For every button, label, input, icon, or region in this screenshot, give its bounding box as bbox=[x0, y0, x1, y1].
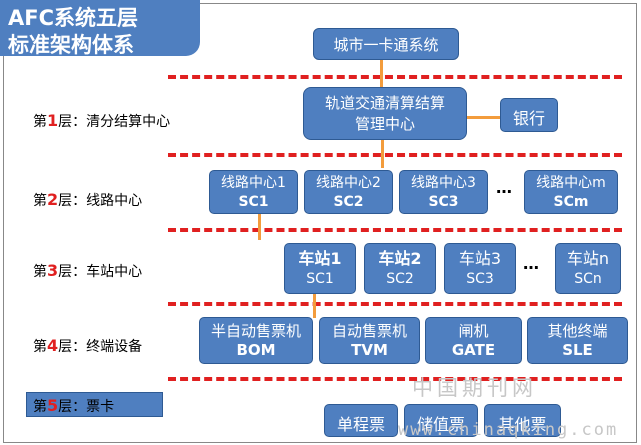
watermark-cn: 中国期刊网 bbox=[412, 376, 537, 400]
separator-2 bbox=[168, 153, 622, 157]
separator-4 bbox=[168, 302, 622, 306]
layer-label-1: 第1层：清分结算中心 bbox=[33, 111, 171, 130]
station-n-node: 车站n SCn bbox=[555, 243, 621, 294]
layer-label-2: 第2层：线路中心 bbox=[33, 190, 143, 209]
title-line-2: 标准架构体系 bbox=[8, 33, 134, 57]
terminal-bom-node: 半自动售票机 BOM bbox=[199, 317, 313, 364]
terminal-sle-node: 其他终端 SLE bbox=[527, 317, 628, 364]
connector-station1-terminals bbox=[313, 294, 316, 318]
watermark-en: www.chinaqking.com bbox=[398, 420, 619, 440]
connector-clearing-bank bbox=[465, 116, 501, 119]
connector-city-clearing bbox=[380, 58, 383, 88]
terminal-tvm-node: 自动售票机 TVM bbox=[319, 317, 420, 364]
title-line-1: AFC系统五层 bbox=[8, 6, 139, 30]
separator-1 bbox=[168, 75, 622, 79]
station-1-node: 车站1 SC1 bbox=[284, 243, 356, 294]
layer-label-4: 第4层：终端设备 bbox=[33, 336, 143, 355]
layer-label-5: 第5层：票卡 bbox=[33, 396, 115, 415]
diagram-title: AFC系统五层 标准架构体系 bbox=[0, 0, 200, 57]
ticket-stored-value-node: 储值票 bbox=[404, 404, 478, 437]
line-center-m-node: 线路中心m SCm bbox=[524, 170, 618, 214]
diagram-frame bbox=[3, 3, 637, 443]
layer-label-3: 第3层：车站中心 bbox=[33, 261, 143, 280]
ticket-single-node: 单程票 bbox=[324, 404, 398, 437]
line-center-3-node: 线路中心3 SC3 bbox=[399, 170, 488, 214]
station-3-node: 车站3 SC3 bbox=[444, 243, 516, 294]
separator-5 bbox=[168, 377, 622, 381]
clearing-center-node: 轨道交通清算结算 管理中心 bbox=[303, 87, 467, 140]
terminal-gate-node: 闸机 GATE bbox=[425, 317, 522, 364]
line-center-ellipsis: … bbox=[496, 178, 512, 197]
station-ellipsis: … bbox=[523, 254, 539, 273]
separator-3 bbox=[168, 228, 622, 232]
line-center-2-node: 线路中心2 SC2 bbox=[304, 170, 393, 214]
city-card-system-node: 城市一卡通系统 bbox=[313, 28, 459, 60]
station-2-node: 车站2 SC2 bbox=[364, 243, 436, 294]
layer-5-label-box bbox=[26, 392, 163, 417]
ticket-other-node: 其他票 bbox=[484, 404, 561, 437]
bank-node: 银行 bbox=[500, 98, 558, 132]
connector-clearing-line2 bbox=[381, 140, 384, 168]
connector-line1-station1 bbox=[258, 214, 261, 240]
line-center-1-node: 线路中心1 SC1 bbox=[209, 170, 298, 214]
